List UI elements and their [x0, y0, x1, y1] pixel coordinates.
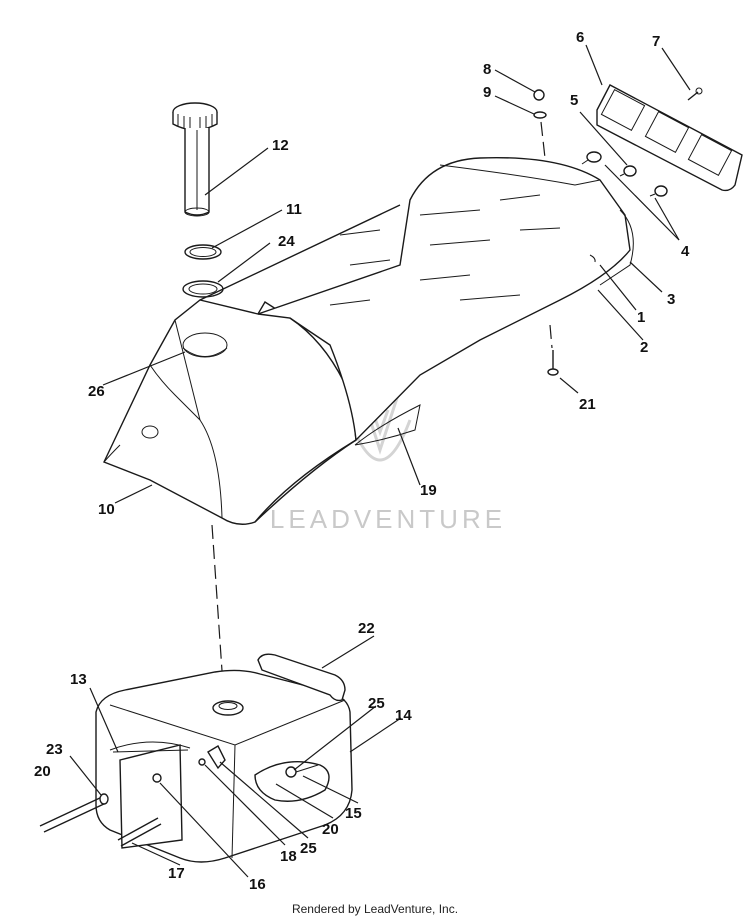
label-part-10: 10 [98, 501, 115, 518]
bulb-set [581, 151, 668, 197]
label-part-22: 22 [358, 620, 375, 637]
fuel-cap-assembly [172, 102, 218, 217]
label-part-7: 7 [652, 33, 660, 50]
fuel-lines [39, 745, 319, 847]
label-part-21: 21 [579, 396, 596, 413]
footer-credit: Rendered by LeadVenture, Inc. [291, 902, 459, 916]
bolt-21 [547, 324, 559, 376]
label-part-19: 19 [420, 482, 437, 499]
label-part-20-right: 20 [322, 821, 339, 838]
tank-strap-22 [257, 653, 346, 702]
label-part-1: 1 [637, 309, 645, 326]
label-part-13: 13 [70, 671, 87, 688]
lens-screw [687, 87, 703, 101]
label-part-2: 2 [640, 339, 648, 356]
label-part-25-top: 25 [368, 695, 385, 712]
label-part-5: 5 [570, 92, 578, 109]
label-part-4: 4 [681, 243, 690, 260]
label-part-26: 26 [88, 383, 105, 400]
gasket-24 [182, 280, 224, 298]
lens-plate [596, 84, 743, 192]
label-part-17: 17 [168, 865, 185, 882]
label-part-8: 8 [483, 61, 491, 78]
label-part-18: 18 [280, 848, 297, 865]
nut-washer [533, 89, 547, 159]
label-part-15: 15 [345, 805, 362, 822]
watermark: LEADVENTURE [270, 394, 506, 534]
label-part-20-left: 20 [34, 763, 51, 780]
leader-lines [69, 44, 691, 878]
label-part-24: 24 [278, 233, 295, 250]
label-part-16: 16 [249, 876, 266, 893]
part-labels: 12 11 24 26 10 19 21 2 3 1 4 5 6 7 8 9 2… [34, 29, 690, 893]
hood-shroud [103, 156, 634, 525]
watermark-text: LEADVENTURE [270, 504, 506, 534]
label-part-25-bottom: 25 [300, 840, 317, 857]
label-part-9: 9 [483, 84, 491, 101]
label-part-14: 14 [395, 707, 412, 724]
label-part-11: 11 [286, 201, 302, 218]
gasket-11 [184, 244, 222, 260]
label-part-3: 3 [667, 291, 675, 308]
label-part-6: 6 [576, 29, 584, 46]
label-part-12: 12 [272, 137, 289, 154]
label-part-23: 23 [46, 741, 63, 758]
